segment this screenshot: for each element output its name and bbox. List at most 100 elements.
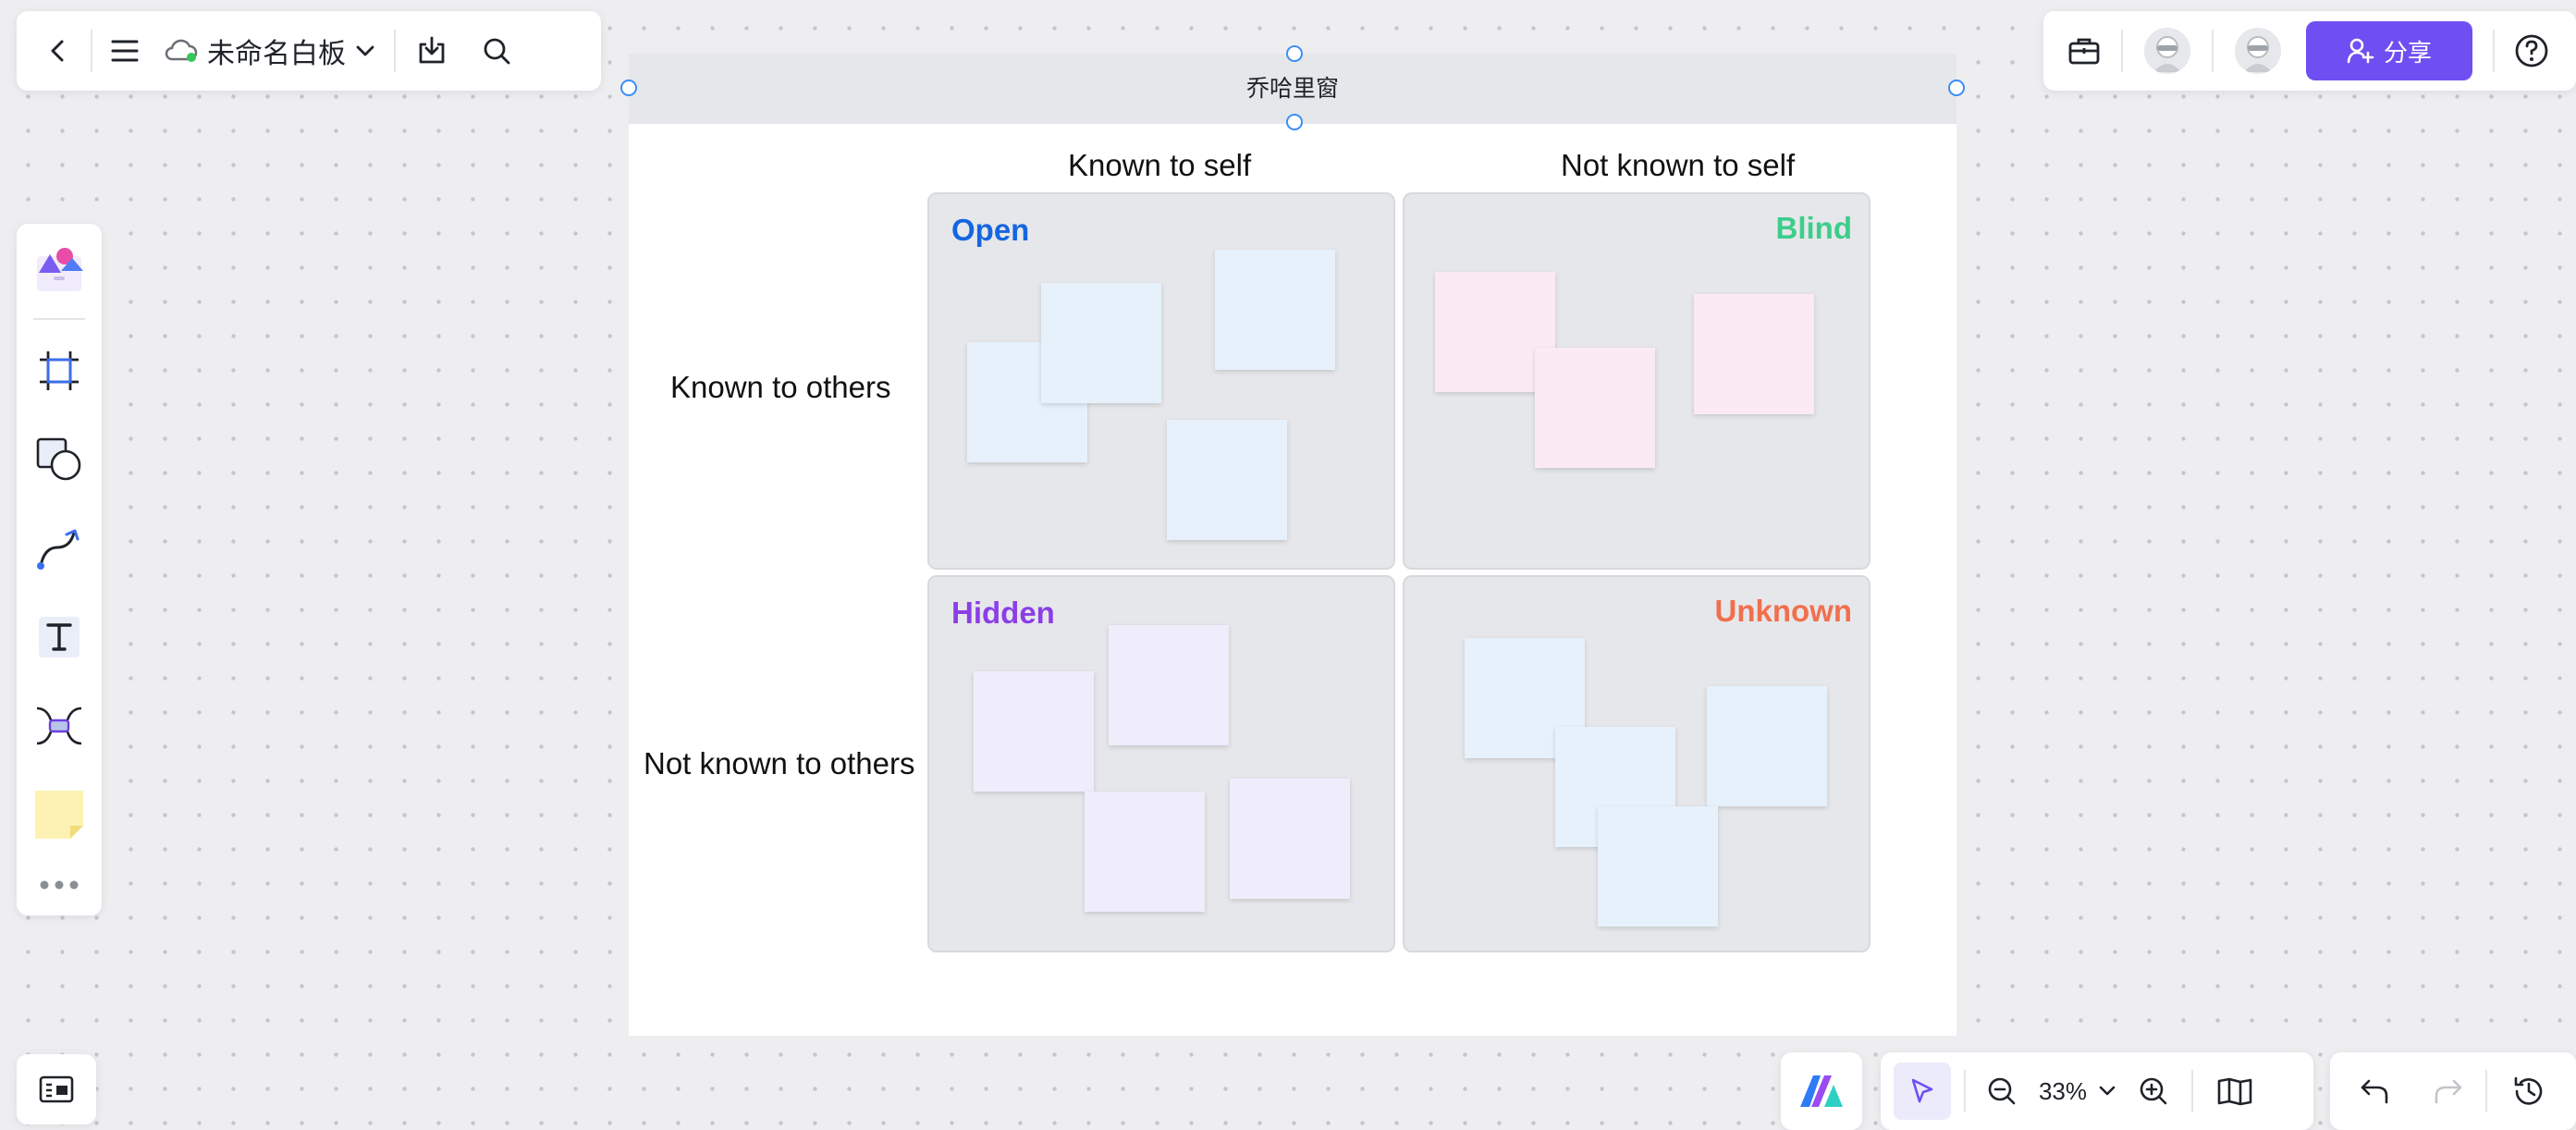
divider (33, 318, 85, 320)
doc-title-button[interactable]: 未命名白板 (163, 31, 375, 71)
row-label: Known to others (670, 370, 891, 404)
undo-button[interactable] (2337, 1059, 2411, 1124)
sticky-note[interactable] (974, 671, 1094, 792)
quadrant-unknown[interactable]: Unknown (1403, 575, 1871, 952)
johari-frame[interactable]: 乔哈里窗 Known to self Not known to self Kno… (620, 45, 1965, 1036)
frame-title[interactable]: 乔哈里窗 (1245, 76, 1339, 102)
sticky-note[interactable] (1598, 806, 1718, 927)
ai-assistant-button[interactable] (1781, 1052, 1862, 1130)
chevron-down-icon[interactable] (2095, 1086, 2119, 1097)
menu-icon (110, 38, 140, 64)
zoom-out-icon (1986, 1075, 2018, 1107)
cloud-saved-icon (163, 37, 200, 65)
more-icon (39, 879, 80, 890)
divider (91, 30, 92, 72)
top-left-toolbar: 未命名白板 (17, 11, 601, 91)
user-avatar[interactable] (2214, 18, 2302, 83)
book-icon (2216, 1076, 2253, 1106)
connector-tool-button[interactable] (17, 516, 102, 581)
frame-tool-button[interactable] (17, 338, 102, 403)
connector-icon (35, 525, 83, 571)
help-button[interactable] (2495, 18, 2569, 83)
text-tool-button[interactable] (17, 605, 102, 669)
sticky-note[interactable] (1535, 348, 1655, 468)
frame-titlebar[interactable] (629, 54, 1957, 124)
sticky-note[interactable] (1109, 625, 1229, 745)
resize-handle-left[interactable] (620, 80, 637, 96)
quadrant-label: Unknown (1714, 594, 1852, 628)
back-button[interactable] (26, 18, 91, 83)
toolbox-button[interactable] (2047, 18, 2121, 83)
divider (2485, 1070, 2487, 1112)
toolbox-icon (2067, 36, 2101, 66)
sticky-note-tool-button[interactable] (17, 782, 102, 847)
history-toolbar (2330, 1052, 2576, 1130)
collaborator-avatar[interactable] (2123, 18, 2212, 83)
history-icon (2512, 1075, 2545, 1108)
left-toolbar (17, 224, 102, 915)
more-tools-button[interactable] (17, 862, 102, 908)
quadrant-label: Open (951, 213, 1030, 247)
quadrant-open[interactable]: Open (927, 192, 1395, 570)
mindmap-tool-button[interactable] (17, 694, 102, 758)
column-label: Known to self (1068, 148, 1252, 182)
divider (394, 30, 396, 72)
divider (2191, 1070, 2193, 1112)
sticky-note[interactable] (1041, 283, 1161, 403)
ai-logo-icon (1798, 1074, 1845, 1109)
outline-button[interactable] (2206, 1062, 2263, 1120)
divider (2121, 30, 2123, 72)
column-label: Not known to self (1561, 148, 1796, 182)
search-icon (481, 35, 512, 67)
sticky-note[interactable] (1707, 686, 1827, 806)
select-tool-button[interactable] (1894, 1062, 1951, 1120)
help-icon (2514, 33, 2549, 68)
share-label: 分享 (2383, 38, 2432, 67)
doc-title: 未命名白板 (207, 39, 346, 69)
history-button[interactable] (2487, 1059, 2570, 1124)
row-label: Not known to others (644, 746, 915, 780)
template-button[interactable] (17, 237, 102, 301)
avatar (2144, 28, 2190, 74)
sticky-note[interactable] (1694, 294, 1814, 414)
sticky-note[interactable] (1167, 420, 1287, 540)
zoom-in-icon (2138, 1075, 2169, 1107)
menu-button[interactable] (92, 18, 157, 83)
top-right-toolbar: 分享 (2043, 11, 2576, 91)
zoom-out-button[interactable] (1973, 1062, 2030, 1120)
sticky-note[interactable] (1085, 792, 1205, 912)
shape-icon (35, 436, 83, 483)
text-icon (36, 614, 82, 660)
zoom-in-button[interactable] (2125, 1062, 2182, 1120)
share-button[interactable]: 分享 (2306, 21, 2472, 80)
chevron-down-icon (355, 44, 375, 57)
frame-icon (38, 350, 80, 392)
resize-handle-right[interactable] (1948, 80, 1965, 96)
download-button[interactable] (399, 18, 464, 83)
shape-tool-button[interactable] (17, 427, 102, 492)
sticky-note[interactable] (1230, 779, 1350, 899)
quadrant-label: Hidden (951, 596, 1055, 630)
quadrant-blind[interactable]: Blind (1403, 192, 1871, 570)
resize-handle-top[interactable] (1286, 45, 1303, 62)
undo-icon (2359, 1077, 2390, 1105)
template-icon (33, 243, 85, 295)
minimap-button[interactable] (17, 1054, 96, 1124)
quadrant-hidden[interactable]: Hidden (927, 575, 1395, 952)
pointer-icon (1907, 1076, 1937, 1106)
download-icon (416, 35, 448, 67)
avatar (2235, 28, 2281, 74)
sticky-note[interactable] (1215, 250, 1335, 370)
divider (2212, 30, 2214, 72)
zoom-toolbar: 33% (1881, 1052, 2313, 1130)
mindmap-icon (33, 705, 85, 747)
redo-icon (2433, 1077, 2464, 1105)
resize-handle-bottom[interactable] (1286, 114, 1303, 130)
search-button[interactable] (464, 18, 529, 83)
redo-button[interactable] (2411, 1059, 2485, 1124)
zoom-level[interactable]: 33% (2038, 1076, 2088, 1105)
share-user-icon (2347, 38, 2374, 64)
divider (1964, 1070, 1966, 1112)
minimap-icon (38, 1074, 75, 1105)
back-icon (44, 37, 72, 65)
